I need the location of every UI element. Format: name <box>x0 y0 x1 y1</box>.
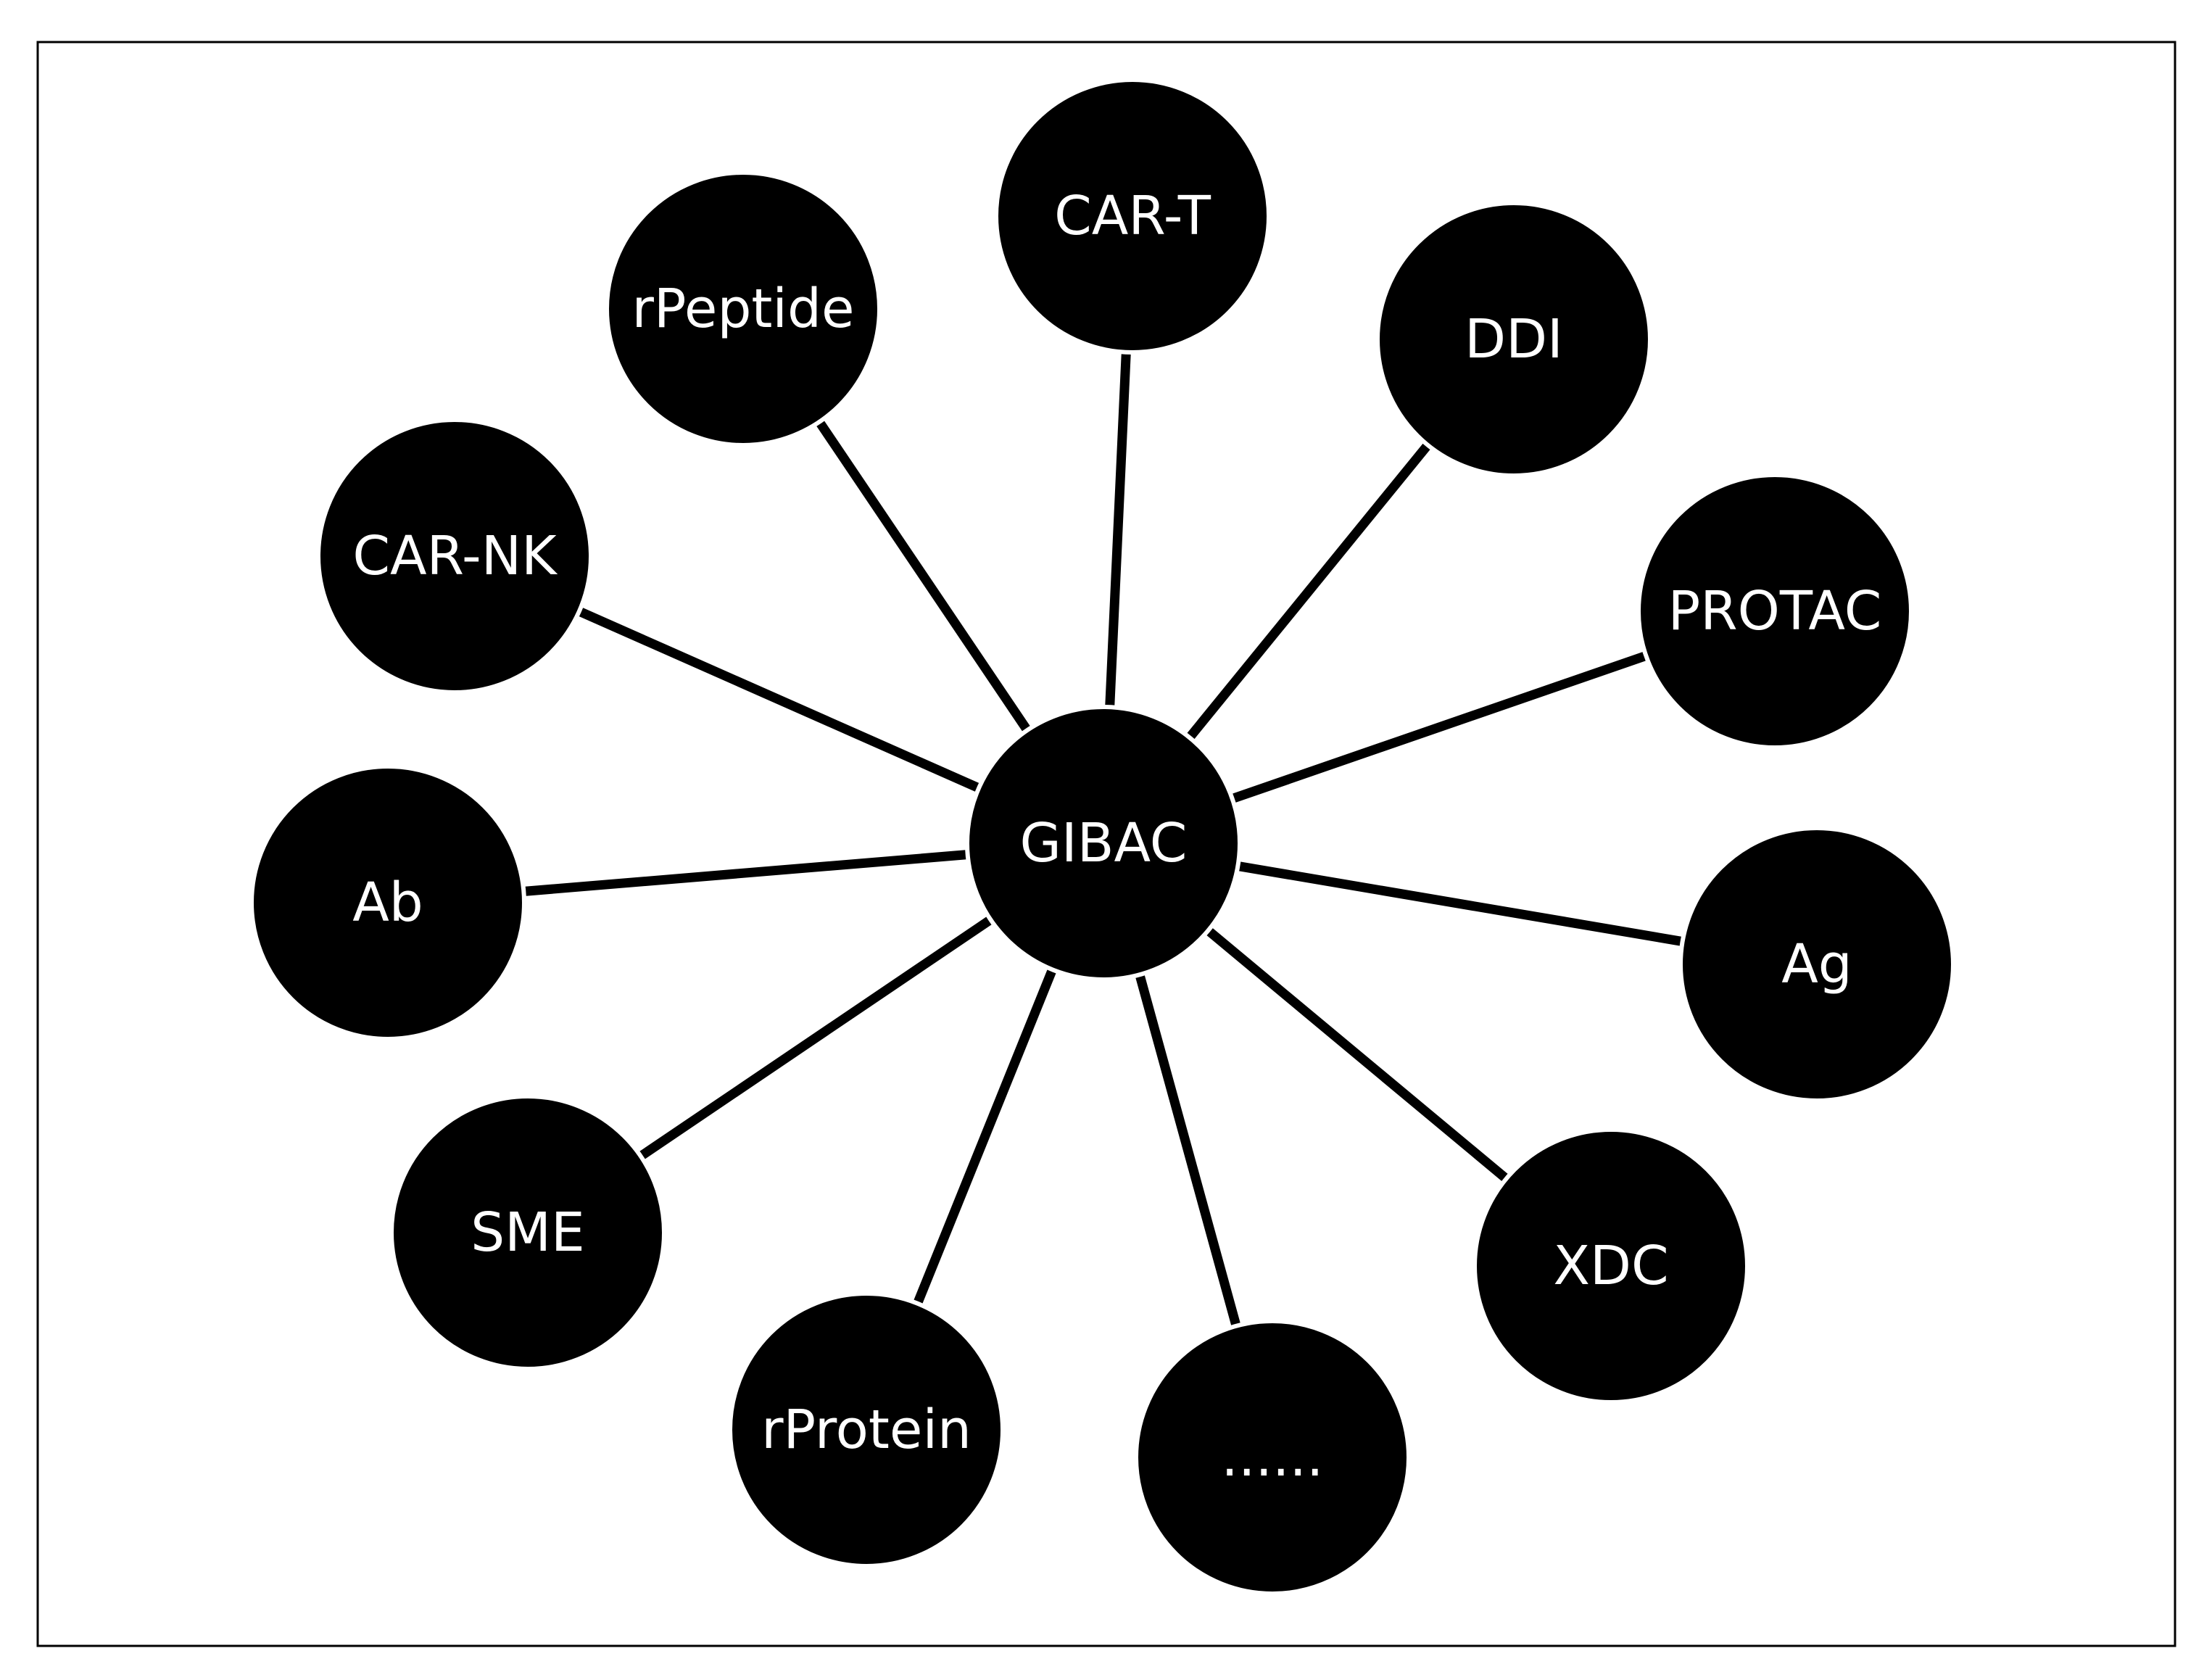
node-car-nk: CAR-NK <box>316 418 593 695</box>
node-circle-rprotein <box>728 1291 1005 1568</box>
hub-node <box>965 705 1242 982</box>
node-label-ab: Ab <box>352 872 423 934</box>
node-label-more: ...... <box>1221 1426 1323 1489</box>
node-label-rpeptide: rPeptide <box>632 278 855 340</box>
node-label-sme: SME <box>471 1201 585 1264</box>
node-label-ddi: DDI <box>1465 308 1563 371</box>
hub-label: GIBAC <box>1020 812 1188 874</box>
node-sme: SME <box>389 1094 666 1371</box>
node-circle-protac <box>1636 473 1913 750</box>
node-ag: Ag <box>1678 826 1955 1103</box>
hub-group: GIBAC <box>965 705 1242 982</box>
node-circle-car-nk <box>316 418 593 695</box>
node-circle-ddi <box>1375 201 1652 478</box>
node-label-car-t: CAR-T <box>1054 185 1211 247</box>
node-rprotein: rProtein <box>728 1291 1005 1568</box>
node-ddi: DDI <box>1375 201 1652 478</box>
node-circle-rpeptide <box>605 170 882 447</box>
node-label-ag: Ag <box>1781 933 1852 996</box>
node-circle-sme <box>389 1094 666 1371</box>
node-label-car-nk: CAR-NK <box>352 525 558 587</box>
node-more: ...... <box>1134 1319 1411 1596</box>
node-circle-ab <box>249 764 526 1041</box>
node-ab: Ab <box>249 764 526 1041</box>
node-circle-car-t <box>994 78 1271 355</box>
node-label-protac: PROTAC <box>1668 580 1882 642</box>
node-rpeptide: rPeptide <box>605 170 882 447</box>
node-label-xdc: XDC <box>1553 1235 1668 1297</box>
node-label-rprotein: rProtein <box>761 1399 972 1461</box>
node-car-t: CAR-T <box>994 78 1271 355</box>
node-circle-xdc <box>1472 1127 1749 1404</box>
node-protac: PROTAC <box>1636 473 1913 750</box>
node-xdc: XDC <box>1472 1127 1749 1404</box>
node-circle-more <box>1134 1319 1411 1596</box>
node-circle-ag <box>1678 826 1955 1103</box>
